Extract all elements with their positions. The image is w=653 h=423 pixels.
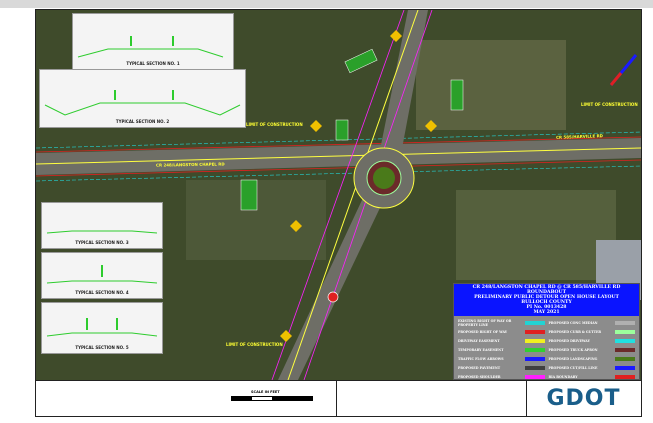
legend-item: PROPOSED CURB & GUTTER xyxy=(548,329,635,335)
title-line: ROUNDABOUT xyxy=(527,290,566,295)
legend: EXISTING RIGHT OF WAY OR PROPERTY LINE PR… xyxy=(454,316,639,380)
legend-label: PROPOSED PAVEMENT xyxy=(458,366,501,370)
legend-item: RIA BOUNDARY xyxy=(548,374,635,380)
legend-swatch xyxy=(524,348,545,352)
legend-swatch xyxy=(524,339,545,343)
detour-sign xyxy=(450,79,464,111)
legend-swatch xyxy=(524,321,545,325)
legend-label: PROPOSED DRIVEWAY xyxy=(548,339,590,343)
detour-sign xyxy=(344,48,378,74)
stop-sign xyxy=(327,291,339,303)
legend-label: PROPOSED CUT/FILL LINE xyxy=(548,366,598,370)
warning-sign xyxy=(425,120,437,132)
limit-of-construction-label: LIMIT OF CONSTRUCTION xyxy=(246,122,303,127)
legend-item: PROPOSED RIGHT OF WAY xyxy=(458,329,545,335)
plan-sheet: CR 248/LANGSTON CHAPEL RD CR 585/HARVILL… xyxy=(35,9,642,381)
legend-item: TRAFFIC FLOW ARROWS xyxy=(458,356,545,362)
legend-swatch xyxy=(615,330,635,334)
legend-item: PROPOSED CUT/FILL LINE xyxy=(548,365,635,371)
title-line: BULLOCH COUNTY xyxy=(521,300,572,305)
title-legend-block: CR 248/LANGSTON CHAPEL RD @ CR 585/HARVI… xyxy=(453,283,640,380)
title-line: PRELIMINARY PUBLIC DETOUR OPEN HOUSE LAY… xyxy=(474,295,619,300)
detour-sign xyxy=(240,179,258,211)
legend-label: DRIVEWAY EASEMENT xyxy=(458,339,500,343)
legend-item: PROPOSED SHOULDER xyxy=(458,374,545,380)
existing-row-line xyxy=(36,165,641,182)
typical-section-1: TYPICAL SECTION NO. 1 xyxy=(72,13,234,70)
legend-label: PROPOSED SHOULDER xyxy=(458,375,501,379)
legend-label: TEMPORARY EASEMENT xyxy=(458,348,504,352)
typical-section-4: TYPICAL SECTION NO. 4 xyxy=(41,252,163,299)
legend-label: PROPOSED CURB & GUTTER xyxy=(548,330,602,334)
limit-of-construction-label: LIMIT OF CONSTRUCTION xyxy=(581,102,638,107)
typical-section-2: TYPICAL SECTION NO. 2 xyxy=(39,69,246,128)
legend-swatch xyxy=(524,330,545,334)
legend-item: PROPOSED PAVEMENT xyxy=(458,365,545,371)
title-line: PI No. 0013428 xyxy=(526,305,567,310)
scale-bar xyxy=(231,396,313,401)
limit-of-construction-label: LIMIT OF CONSTRUCTION xyxy=(226,342,283,347)
legend-swatch xyxy=(615,357,635,361)
central-island-landscaping xyxy=(373,167,395,189)
legend-label: RIA BOUNDARY xyxy=(548,375,578,379)
right-of-way-line xyxy=(36,136,641,153)
legend-label: TRAFFIC FLOW ARROWS xyxy=(458,357,504,361)
legend-item: DRIVEWAY EASEMENT xyxy=(458,338,545,344)
legend-swatch xyxy=(524,375,545,379)
title-line: CR 248/LANGSTON CHAPEL RD @ CR 585/HARVI… xyxy=(472,285,621,290)
legend-item: TEMPORARY EASEMENT xyxy=(458,347,545,353)
legend-item: PROPOSED TRUCK APRON xyxy=(548,347,635,353)
legend-swatch xyxy=(615,339,635,343)
legend-label: PROPOSED CONC MEDIAN xyxy=(548,321,598,325)
field-area xyxy=(416,40,566,130)
legend-item: PROPOSED DRIVEWAY xyxy=(548,338,635,344)
legend-label: PROPOSED RIGHT OF WAY xyxy=(458,330,508,334)
shoulder-line xyxy=(271,10,405,380)
typical-section-5: TYPICAL SECTION NO. 5 xyxy=(41,302,163,354)
warning-sign xyxy=(310,120,322,132)
legend-item: PROPOSED LANDSCAPING xyxy=(548,356,635,362)
scale-title: SCALE IN FEET xyxy=(251,390,280,394)
legend-swatch xyxy=(615,375,635,379)
legend-swatch xyxy=(615,366,635,370)
north-arrow xyxy=(609,72,623,86)
right-of-way-line xyxy=(36,159,641,177)
legend-swatch xyxy=(524,366,545,370)
typical-section-3: TYPICAL SECTION NO. 3 xyxy=(41,202,163,249)
gdot-logo-text: GDOT xyxy=(546,386,621,411)
warning-sign xyxy=(280,330,292,342)
road-centerline xyxy=(36,147,641,165)
warning-sign xyxy=(290,220,302,232)
project-title: CR 248/LANGSTON CHAPEL RD @ CR 585/HARVI… xyxy=(454,284,639,316)
legend-label: PROPOSED TRUCK APRON xyxy=(548,348,598,352)
detour-sign xyxy=(335,119,349,141)
sheet-title-strip: SCALE IN FEET GDOT xyxy=(35,380,642,417)
legend-item: PROPOSED CONC MEDIAN xyxy=(548,320,635,326)
legend-label: PROPOSED LANDSCAPING xyxy=(548,357,598,361)
legend-swatch xyxy=(524,357,545,361)
notes-box: SCALE IN FEET xyxy=(36,381,337,416)
legend-swatch xyxy=(615,348,635,352)
warning-sign xyxy=(390,30,402,42)
top-strip xyxy=(0,0,653,8)
legend-swatch xyxy=(615,321,635,325)
legend-label: EXISTING RIGHT OF WAY OR PROPERTY LINE xyxy=(458,319,512,327)
legend-item: EXISTING RIGHT OF WAY OR PROPERTY LINE xyxy=(458,319,545,327)
road-centerline xyxy=(287,10,419,380)
field-area xyxy=(456,190,616,280)
gdot-logo: GDOT xyxy=(526,381,641,416)
blank-box xyxy=(336,381,527,416)
road-north-south xyxy=(278,10,428,380)
title-line: MAY 2021 xyxy=(533,310,560,315)
